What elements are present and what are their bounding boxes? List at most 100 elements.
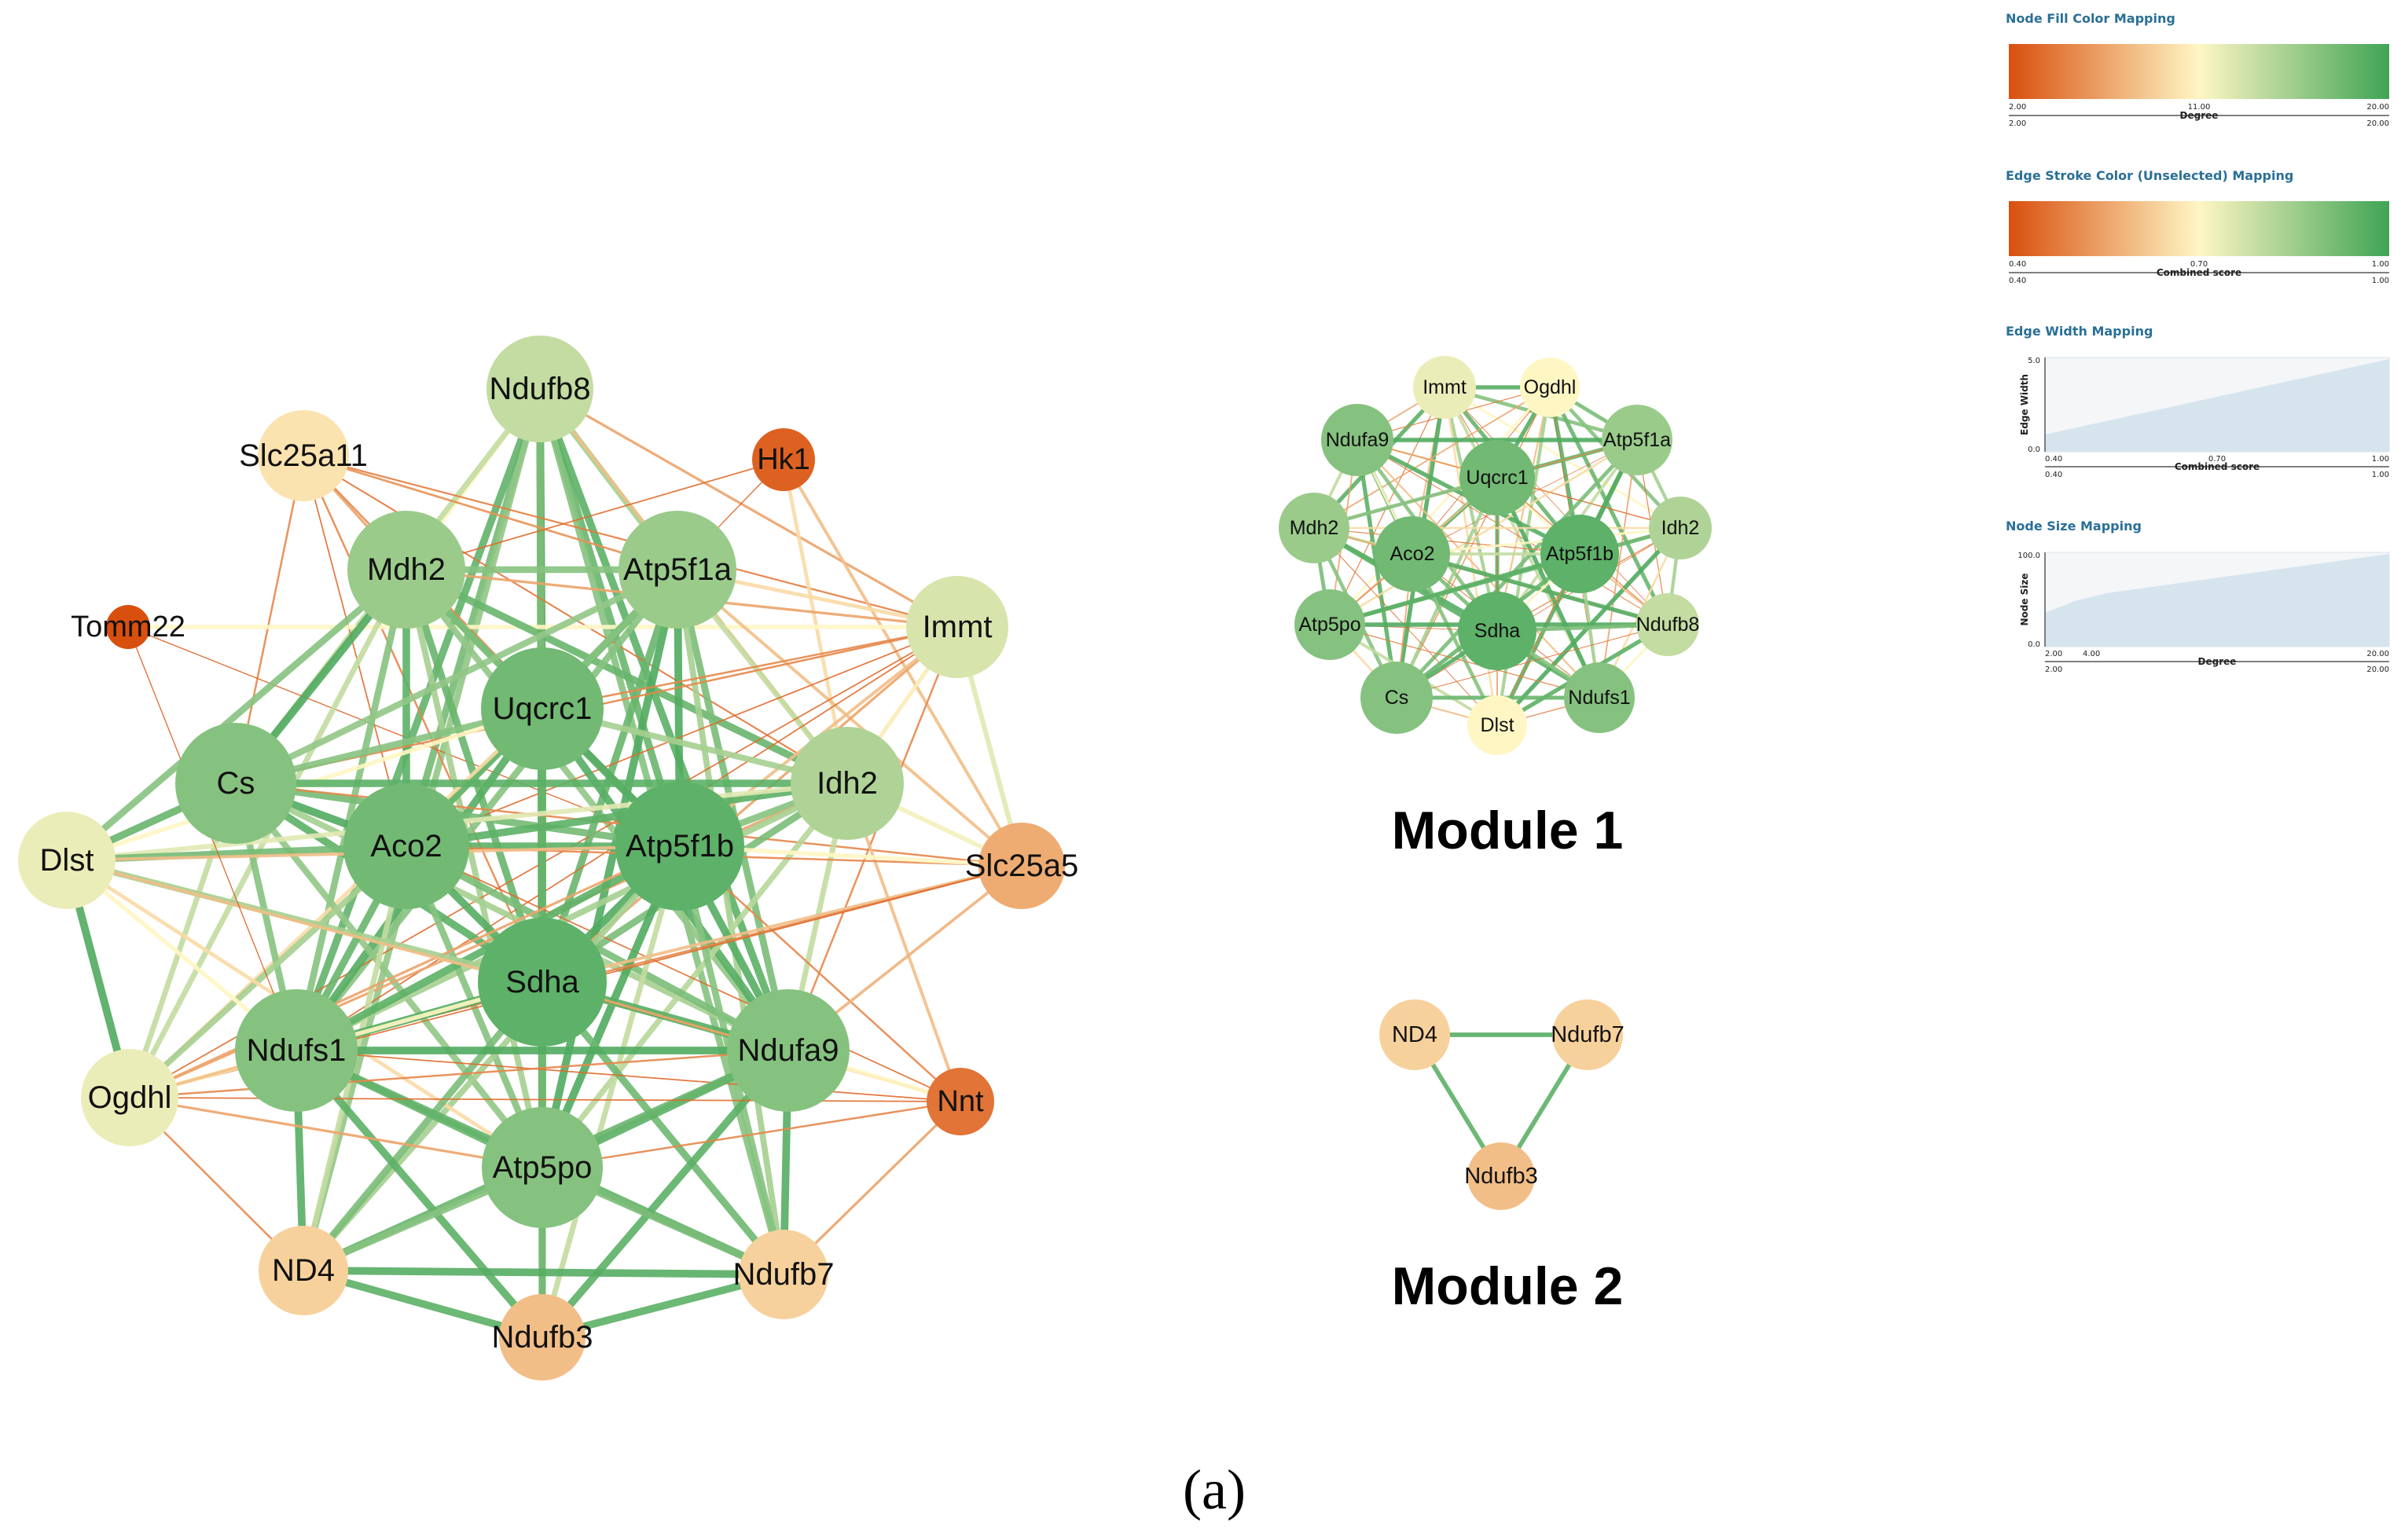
main-node-circle-ndufb8 [486, 336, 593, 442]
module2-node-label-ndufb3: Ndufb3 [1464, 1164, 1538, 1189]
module2-node-circle-nd4 [1379, 999, 1450, 1070]
main-node-circle-atp5f1b [615, 782, 744, 911]
module1-edge-aco2-ndufb8 [1412, 552, 1669, 627]
main-node-uqcrc1: Uqcrc1 [481, 647, 604, 770]
module1-node-label-atp5f1a: Atp5f1a [1603, 429, 1671, 451]
main-node-label-aco2: Aco2 [370, 829, 442, 864]
legend-node-size-ymax: 100.0 [2017, 552, 2040, 560]
main-node-ndufa9: Ndufa9 [727, 989, 850, 1112]
module1-node-ndufs1: Ndufs1 [1564, 662, 1635, 733]
main-edge-ogdhl-atp5po [129, 1096, 543, 1169]
main-node-circle-slc25a5 [978, 823, 1065, 909]
legend-edge-width-ymax: 5.0 [2028, 357, 2040, 365]
main-edge-nd4-ndufb7 [303, 1267, 784, 1278]
module2-node-circle-ndufb3 [1467, 1142, 1535, 1210]
main-node-idh2: Idh2 [791, 727, 904, 840]
module1-node-uqcrc1: Uqcrc1 [1459, 440, 1535, 515]
main-edge-mdh2-idh2 [404, 566, 850, 787]
main-edge-atp5f1a-ndufb7 [674, 569, 787, 1275]
module1-node-label-idh2: Idh2 [1661, 517, 1700, 539]
module1-node-circle-atp5f1a [1602, 405, 1672, 475]
main-node-label-atp5po: Atp5po [493, 1150, 593, 1185]
main-node-label-ndufs1: Ndufs1 [247, 1033, 347, 1068]
legend-edge-width-ylabel: Edge Width [2019, 374, 2030, 435]
module1-node-label-atp5f1b: Atp5f1b [1546, 543, 1614, 565]
main-edge-mdh2-ndufs1 [292, 569, 410, 1051]
module1-node-label-cs: Cs [1385, 687, 1409, 709]
legend-fill-max2: 20.00 [2366, 119, 2389, 128]
main-node-label-ndufb8: Ndufb8 [490, 372, 591, 406]
main-edge-immt-ndufa9 [787, 626, 959, 1051]
main-node-label-atp5f1b: Atp5f1b [626, 829, 734, 864]
main-node-ndufb8: Ndufb8 [486, 336, 593, 442]
legend-node-size-max2: 20.00 [2366, 666, 2389, 674]
main-node-immt: Immt [906, 576, 1008, 678]
main-node-ndufb7: Ndufb7 [733, 1230, 835, 1319]
module1-edge-atp5f1a-cs [1395, 438, 1639, 699]
main-node-dlst: Dlst [18, 812, 116, 909]
legend-node-size-min: 2.00 [2045, 650, 2062, 658]
main-node-ndufs1: Ndufs1 [235, 989, 358, 1112]
main-node-circle-ndufb7 [739, 1230, 828, 1319]
module1-node-label-uqcrc1: Uqcrc1 [1466, 467, 1528, 489]
main-node-circle-hk1 [752, 428, 815, 491]
main-node-label-atp5f1a: Atp5f1a [623, 552, 732, 587]
module1-node-label-dlst: Dlst [1480, 714, 1514, 736]
main-node-label-nnt: Nnt [937, 1085, 984, 1118]
main-node-label-mdh2: Mdh2 [367, 552, 446, 587]
main-node-ogdhl: Ogdhl [81, 1049, 178, 1146]
module1-node-ogdhl: Ogdhl [1520, 358, 1580, 417]
module1-node-idh2: Idh2 [1649, 497, 1712, 559]
legend-fill-axis-label: Degree [2180, 110, 2219, 121]
legend-node-fill-color: Node Fill Color Mapping 2.00 11.00 20.00… [2006, 11, 2389, 128]
main-node-circle-dlst [18, 812, 116, 909]
module1-node-cs: Cs [1360, 662, 1433, 734]
main-node-atp5f1a: Atp5f1a [619, 511, 736, 629]
main-node-label-immt: Immt [923, 610, 993, 644]
module2-node-label-ndufb7: Ndufb7 [1551, 1022, 1625, 1047]
main-edge-ndufb8-ndufs1 [292, 387, 544, 1052]
main-edge-slc25a11-atp5f1a [303, 454, 678, 571]
module1-edge-atp5f1a-atp5po [1329, 438, 1638, 626]
main-node-hk1: Hk1 [752, 428, 815, 491]
main-edge-ndufs1-nnt [296, 1050, 961, 1102]
main-node-nnt: Nnt [927, 1068, 994, 1135]
module1-node-atp5po: Atp5po [1294, 589, 1365, 660]
legend-edge-width-title: Edge Width Mapping [2006, 324, 2153, 339]
main-node-circle-atp5po [482, 1107, 603, 1228]
legend-edge-width-max: 1.00 [2372, 455, 2389, 464]
main-edge-mdh2-dlst [64, 566, 409, 864]
module1-node-label-ndufa9: Ndufa9 [1326, 429, 1390, 451]
legend-edge-color-mid: 0.70 [2190, 260, 2208, 269]
module1-edge-atp5po-ndufs1 [1329, 624, 1600, 698]
main-node-label-uqcrc1: Uqcrc1 [493, 691, 593, 726]
module1-node-ndufb8: Ndufb8 [1636, 593, 1699, 656]
main-node-circle-nd4 [259, 1226, 348, 1315]
legend-edge-width-mid: 0.70 [2208, 455, 2226, 464]
legend-edge-color-max: 1.00 [2372, 260, 2389, 269]
main-edge-atp5f1b-ogdhl [129, 845, 681, 1099]
module1-node-label-atp5po: Atp5po [1298, 614, 1360, 636]
main-node-circle-ogdhl [81, 1049, 178, 1146]
main-node-circle-nnt [927, 1068, 994, 1135]
main-node-nd4: ND4 [259, 1226, 348, 1315]
module1-edge-immt-ndufb8 [1444, 387, 1669, 625]
legend-edge-width-min: 0.40 [2045, 455, 2062, 464]
legend-edge-color-min2: 0.40 [2009, 277, 2026, 285]
main-edge-hk1-mdh2 [406, 459, 784, 570]
main-node-circle-aco2 [343, 783, 469, 909]
main-edge-atp5f1a-cs [234, 566, 679, 786]
module1-node-circle-ndufb8 [1636, 593, 1699, 656]
main-node-tomm22: Tomm22 [71, 605, 185, 649]
main-node-circle-ndufa9 [727, 989, 850, 1112]
legend-edge-width-min2: 0.40 [2045, 471, 2062, 479]
module1-node-atp5f1a: Atp5f1a [1602, 405, 1672, 475]
main-node-label-ndufb7: Ndufb7 [733, 1257, 835, 1292]
module1-node-mdh2: Mdh2 [1279, 493, 1349, 563]
module1-node-label-aco2: Aco2 [1390, 543, 1435, 565]
module1-node-circle-immt [1413, 356, 1476, 419]
legend-edge-width-axis-label: Combined score [2175, 461, 2260, 472]
